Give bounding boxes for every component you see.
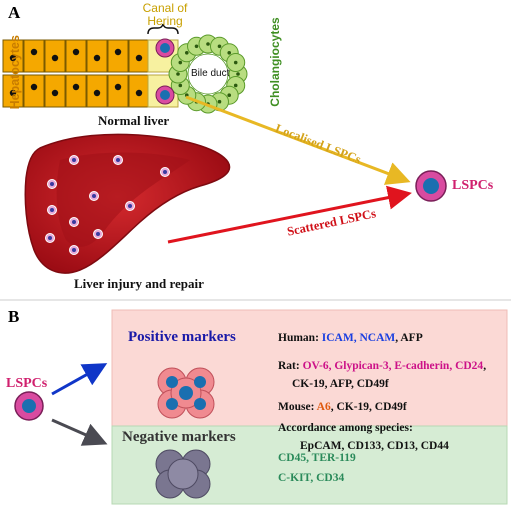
liver-lspc-dot	[113, 155, 123, 165]
negative-marker-line: C-KIT, CD34	[278, 472, 345, 484]
hepatocyte-cell	[86, 74, 108, 108]
negative-arrow	[51, 418, 108, 446]
liver-lspc-dot	[160, 167, 170, 177]
hepatocyte-row-top	[2, 39, 150, 73]
positive-marker-line: Mouse: A6, CK-19, CD49f	[278, 401, 407, 414]
scattered-arrow	[167, 185, 412, 244]
hepatocyte-cell	[107, 39, 129, 73]
cholangiocyte-cluster	[168, 34, 248, 114]
liver-lspc-dot	[69, 245, 79, 255]
positive-marker-line: Human: ICAM, NCAM, AFP	[278, 332, 423, 345]
hepatocyte-cell	[2, 39, 24, 73]
liver-lspc-dots	[45, 155, 170, 255]
canal-label-line2: Hering	[147, 14, 183, 28]
negative-marker-line: CD45, TER-119	[278, 452, 356, 464]
normal-liver-label: Normal liver	[98, 113, 170, 128]
hepatocyte-cell	[128, 39, 150, 73]
marker-text: ,	[483, 360, 487, 372]
positive-marker-line: CK-19, AFP, CD49f	[292, 378, 389, 391]
hepatocyte-cell	[44, 39, 66, 73]
panel-a-letter: A	[8, 3, 21, 22]
negative-markers-title: Negative markers	[122, 429, 236, 445]
hepatocyte-cell	[107, 74, 129, 108]
lspc-cell-panel-b	[14, 391, 44, 421]
positive-marker-line: EpCAM, CD133, CD13, CD44	[300, 440, 449, 453]
liver-lspc-dot	[93, 229, 103, 239]
bile-duct-lumen	[187, 53, 229, 95]
hepatocyte-rows	[2, 39, 150, 108]
hepatocyte-cell	[23, 74, 45, 108]
lspc-cell-canal-bottom	[155, 85, 175, 105]
liver-lspc-dot	[47, 205, 57, 215]
localised-arrow	[185, 95, 411, 185]
liver-lspc-dot	[45, 233, 55, 243]
positive-marker-line: Accordance among species:	[278, 422, 413, 435]
marker-text: EpCAM, CD133, CD13, CD44	[300, 440, 449, 452]
marker-text: A6	[316, 401, 331, 413]
liver-lspc-dot	[125, 201, 135, 211]
hepatocyte-cell	[44, 74, 66, 108]
hepatocyte-cell	[65, 74, 87, 108]
marker-text: , AFP	[395, 332, 423, 344]
lspc-cell-canal-top	[155, 38, 175, 58]
positive-marker-line: Rat: OV-6, Glypican-3, E-cadherin, CD24,	[278, 360, 487, 373]
panel-b-letter: B	[8, 307, 20, 326]
marker-text: OV-6, Glypican-3, E-cadherin, CD24	[302, 360, 484, 372]
liver-lspc-dot	[69, 155, 79, 165]
hepatocyte-cell	[23, 39, 45, 73]
hepatocyte-cell	[2, 74, 24, 108]
marker-text: Human:	[278, 332, 322, 344]
bile-duct-label: Bile duct	[191, 68, 230, 79]
marker-text: , CK-19, CD49f	[330, 401, 407, 413]
positive-arrow	[51, 363, 108, 396]
marker-text: ICAM, NCAM	[321, 332, 396, 344]
liver-lspc-dot	[47, 179, 57, 189]
hepatocytes-label: Hepatocytes	[7, 35, 22, 110]
hepatocyte-row-bottom	[2, 74, 150, 108]
lspcs-label-b: LSPCs	[6, 376, 48, 391]
cholangiocytes-label: Cholangiocytes	[268, 17, 282, 107]
liver-injury-label: Liver injury and repair	[74, 276, 204, 291]
cholangiocyte-cell	[226, 53, 246, 73]
hepatocyte-cell	[86, 39, 108, 73]
hepatocyte-cell	[65, 39, 87, 73]
marker-text: Accordance among species:	[278, 422, 413, 434]
lspcs-label-a: LSPCs	[452, 178, 494, 193]
positive-cluster-icon	[157, 367, 215, 419]
positive-markers-title: Positive markers	[128, 329, 236, 345]
negative-cluster-icon	[155, 449, 211, 499]
canal-label-line1: Canal of	[142, 1, 188, 15]
liver-lspc-dot	[69, 217, 79, 227]
marker-text: Rat:	[278, 360, 303, 372]
marker-text: CK-19, AFP, CD49f	[292, 378, 389, 390]
liver-lspc-dot	[89, 191, 99, 201]
marker-text: Mouse:	[278, 401, 317, 413]
lspc-cell-target	[415, 170, 447, 202]
hepatocyte-cell	[128, 74, 150, 108]
